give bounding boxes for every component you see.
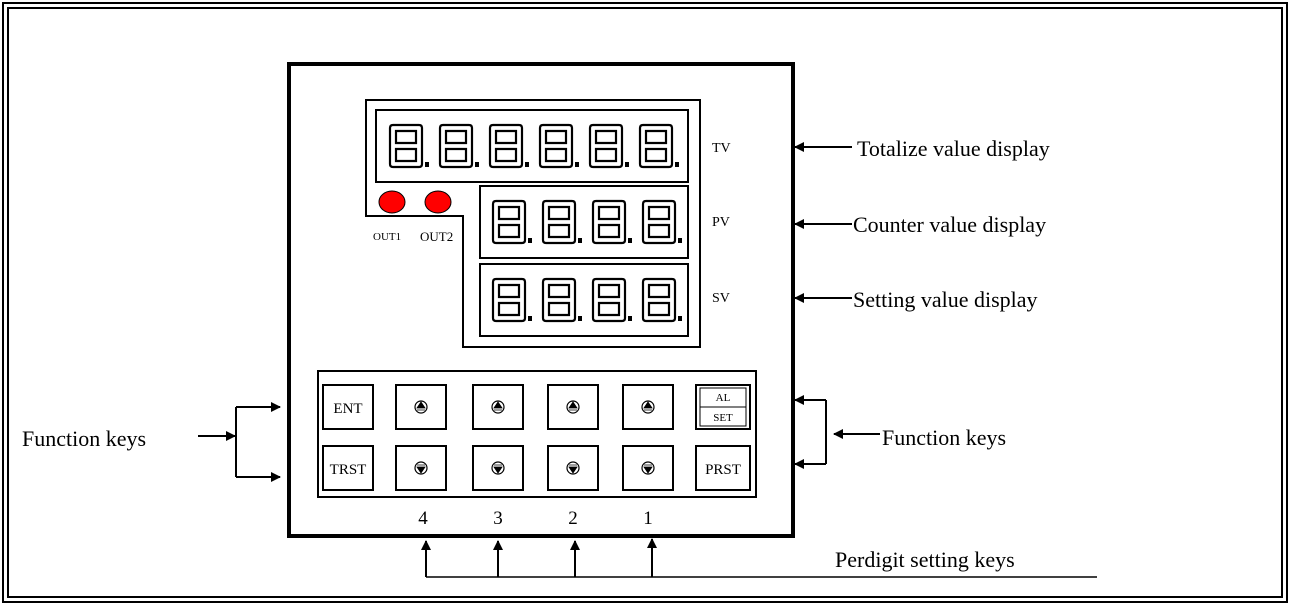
down-key-3[interactable] xyxy=(472,445,524,491)
decimal-point xyxy=(625,162,629,167)
left-function-arrows xyxy=(198,402,281,482)
digit-number-4: 4 xyxy=(418,508,428,529)
display-arrows xyxy=(794,142,852,303)
seven-segment-digit xyxy=(588,123,624,169)
seven-segment-digit xyxy=(638,123,674,169)
seven-segment-digit xyxy=(541,199,577,245)
seven-segment-digit xyxy=(591,199,627,245)
al-set-key[interactable]: AL SET xyxy=(695,384,751,430)
seven-segment-digit xyxy=(438,123,474,169)
down-arrow-icon xyxy=(491,461,505,475)
out1-label: OUT1 xyxy=(373,231,401,243)
up-arrow-icon xyxy=(414,400,428,414)
counter-value-display-label: Counter value display xyxy=(853,212,1046,237)
trst-key-label: TRST xyxy=(330,462,367,478)
function-keys-right-label: Function keys xyxy=(882,425,1006,450)
pv-display xyxy=(479,185,689,259)
seven-segment-digit xyxy=(388,123,424,169)
set-key-label: SET xyxy=(713,412,733,424)
prst-key-label: PRST xyxy=(705,462,741,478)
decimal-point xyxy=(678,238,682,243)
decimal-point xyxy=(678,316,682,321)
sv-digits xyxy=(491,277,682,323)
seven-segment-digit xyxy=(641,277,677,323)
digit-number-1: 1 xyxy=(643,508,653,529)
perdigit-arrows xyxy=(421,538,1097,578)
function-keys-left-label: Function keys xyxy=(22,426,146,451)
down-key-2[interactable] xyxy=(547,445,599,491)
sv-display xyxy=(479,263,689,337)
tv-digits xyxy=(388,123,679,169)
up-arrow-icon xyxy=(491,400,505,414)
up-arrow-icon xyxy=(641,400,655,414)
seven-segment-digit xyxy=(591,277,627,323)
out2-indicator xyxy=(424,190,452,214)
down-arrow-icon xyxy=(414,461,428,475)
al-key-label: AL xyxy=(716,392,731,404)
digit-number-3: 3 xyxy=(493,508,503,529)
digit-number-2: 2 xyxy=(568,508,578,529)
down-arrow-icon xyxy=(641,461,655,475)
sv-label: SV xyxy=(712,291,730,306)
tv-label: TV xyxy=(712,141,731,156)
prst-key[interactable]: PRST xyxy=(695,445,751,491)
setting-value-display-label: Setting value display xyxy=(853,287,1038,312)
up-key-1[interactable] xyxy=(622,384,674,430)
pv-digits xyxy=(491,199,682,245)
controller-panel xyxy=(287,62,795,538)
out1-indicator xyxy=(378,190,406,214)
down-arrow-icon xyxy=(566,461,580,475)
up-key-4[interactable] xyxy=(395,384,447,430)
decimal-point xyxy=(528,316,532,321)
seven-segment-digit xyxy=(538,123,574,169)
seven-segment-digit xyxy=(488,123,524,169)
decimal-point xyxy=(675,162,679,167)
down-key-4[interactable] xyxy=(395,445,447,491)
right-function-arrows xyxy=(794,395,880,469)
decimal-point xyxy=(528,238,532,243)
trst-key[interactable]: TRST xyxy=(322,445,374,491)
keypad-frame xyxy=(317,370,757,498)
decimal-point xyxy=(575,162,579,167)
decimal-point xyxy=(628,316,632,321)
decimal-point xyxy=(475,162,479,167)
decimal-point xyxy=(578,238,582,243)
decimal-point xyxy=(628,238,632,243)
ent-key-label: ENT xyxy=(333,401,362,417)
seven-segment-digit xyxy=(541,277,577,323)
inner-frame xyxy=(7,7,1283,598)
down-key-1[interactable] xyxy=(622,445,674,491)
perdigit-setting-keys-label: Perdigit setting keys xyxy=(835,547,1015,572)
up-key-3[interactable] xyxy=(472,384,524,430)
seven-segment-digit xyxy=(491,199,527,245)
decimal-point xyxy=(425,162,429,167)
display-housing xyxy=(365,99,701,348)
totalize-value-display-label: Totalize value display xyxy=(857,136,1050,161)
seven-segment-digit xyxy=(641,199,677,245)
up-key-2[interactable] xyxy=(547,384,599,430)
tv-display xyxy=(375,109,689,183)
decimal-point xyxy=(578,316,582,321)
up-arrow-icon xyxy=(566,400,580,414)
seven-segment-digit xyxy=(491,277,527,323)
pv-label: PV xyxy=(712,215,730,230)
ent-key[interactable]: ENT xyxy=(322,384,374,430)
out2-label: OUT2 xyxy=(420,229,453,244)
decimal-point xyxy=(525,162,529,167)
